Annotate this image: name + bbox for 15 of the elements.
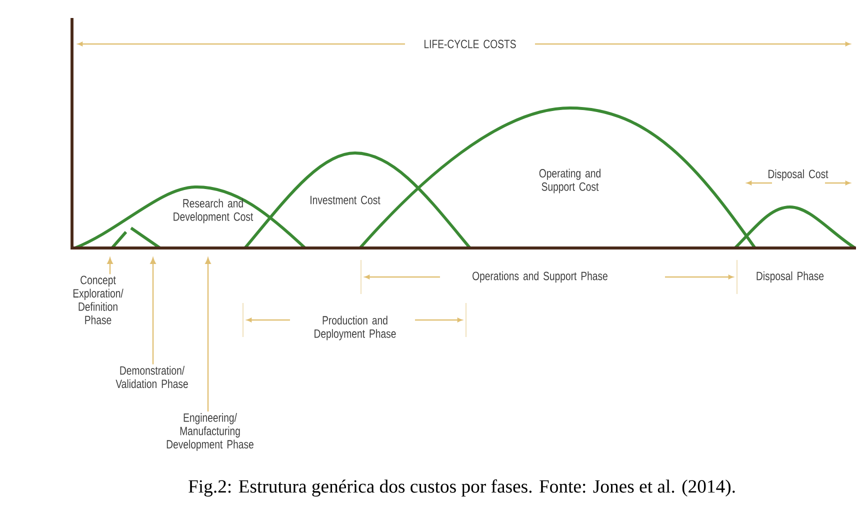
text-label: LIFE-CYCLE COSTS bbox=[424, 40, 516, 48]
phase-label: Engineering/ Manufacturing Development Phase bbox=[166, 413, 254, 451]
text-label: Disposal Phase bbox=[756, 271, 824, 283]
text-label: Production and Deployment Phase bbox=[314, 316, 396, 340]
leader-line bbox=[150, 258, 156, 364]
text-label: Disposal Cost bbox=[768, 169, 828, 181]
caption: Fig.2: Estrutura genérica dos custos por fases. Fonte: Jones et al. (2014). bbox=[188, 479, 735, 497]
text-label: Operations and Support Phase bbox=[472, 271, 608, 283]
text-label: Operating and Support Cost bbox=[539, 168, 600, 194]
leader-line bbox=[107, 258, 113, 274]
phase-label: Demonstration/ Validation Phase bbox=[116, 366, 188, 388]
phase-label: Concept Exploration/ Definition Phase bbox=[73, 276, 124, 324]
text-label: Research and Development Cost bbox=[174, 198, 254, 224]
leader-line bbox=[205, 258, 211, 412]
text-label: Investment Cost bbox=[310, 196, 380, 204]
